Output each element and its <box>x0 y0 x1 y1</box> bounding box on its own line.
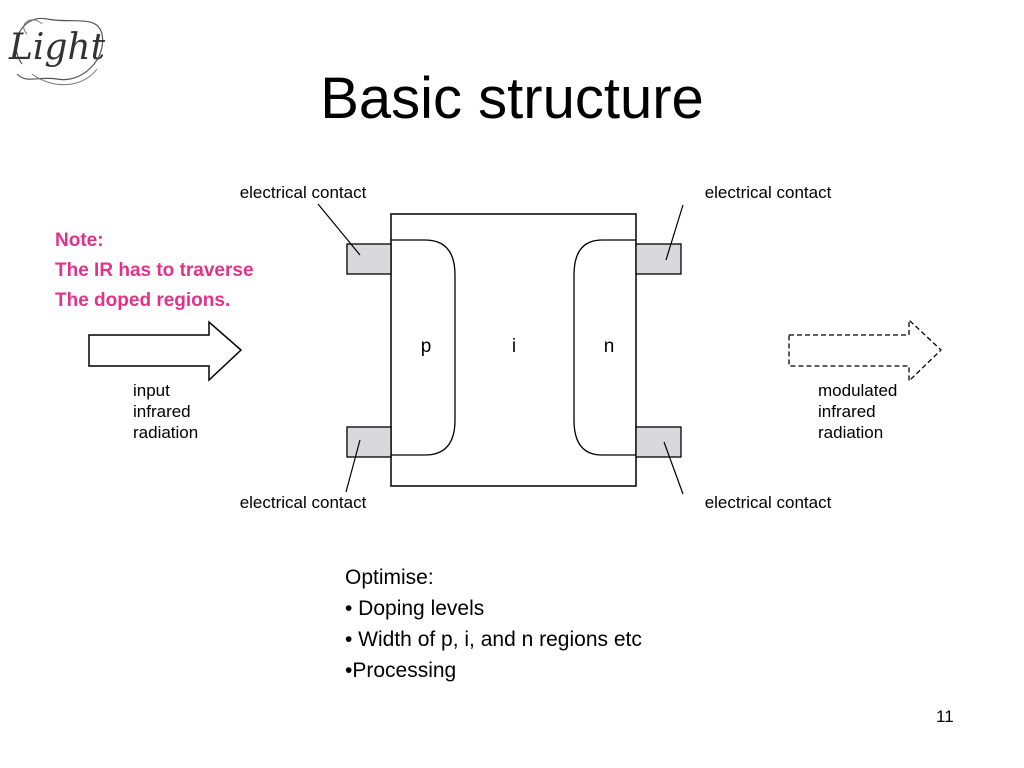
p-region <box>391 239 456 456</box>
contact-pad-bottom-left <box>346 426 392 458</box>
optimise-item: • Width of p, i, and n regions etc <box>345 628 642 651</box>
optimise-item: •Processing <box>345 659 457 682</box>
note-line: The doped regions. <box>55 290 231 311</box>
contact-pad-top-left <box>346 243 392 275</box>
label-contact-bottom-right: electrical contact <box>705 493 832 512</box>
input-label-line: infrared <box>133 402 191 421</box>
optimise-heading: Optimise: <box>345 566 434 589</box>
note-line: The IR has to traverse <box>55 260 254 281</box>
label-contact-top-right: electrical contact <box>705 183 832 202</box>
output-label-line: modulated <box>818 381 897 400</box>
svg-text:Light: Light <box>8 27 106 68</box>
output-label-line: radiation <box>818 423 883 442</box>
output-label-line: infrared <box>818 402 876 421</box>
label-i-region: i <box>512 336 516 357</box>
leader-line-bottom-left <box>345 439 361 493</box>
n-region <box>573 239 636 456</box>
label-n-region: n <box>604 336 615 357</box>
leader-line-top-left <box>317 203 361 256</box>
label-contact-top-left: electrical contact <box>240 183 367 202</box>
contact-pad-top-right <box>635 243 682 275</box>
leader-line-bottom-right <box>663 441 684 495</box>
page-number: 11 <box>936 707 954 726</box>
device-body <box>390 213 637 487</box>
input-label-line: radiation <box>133 423 198 442</box>
light-logo: Light <box>8 17 106 86</box>
leader-line-top-right <box>665 204 684 261</box>
note-text: Note: The IR has to traverse The doped r… <box>55 226 254 316</box>
input-arrow <box>88 320 243 382</box>
input-label-line: input <box>133 381 170 400</box>
note-line: Note: <box>55 230 104 251</box>
output-arrow <box>788 318 942 383</box>
label-p-region: p <box>421 336 432 357</box>
optimise-item: • Doping levels <box>345 597 485 620</box>
label-contact-bottom-left: electrical contact <box>240 493 367 512</box>
contact-pad-bottom-right <box>635 426 682 458</box>
optimise-list: Optimise: • Doping levels • Width of p, … <box>345 562 642 686</box>
slide-title: Basic structure <box>320 66 704 131</box>
